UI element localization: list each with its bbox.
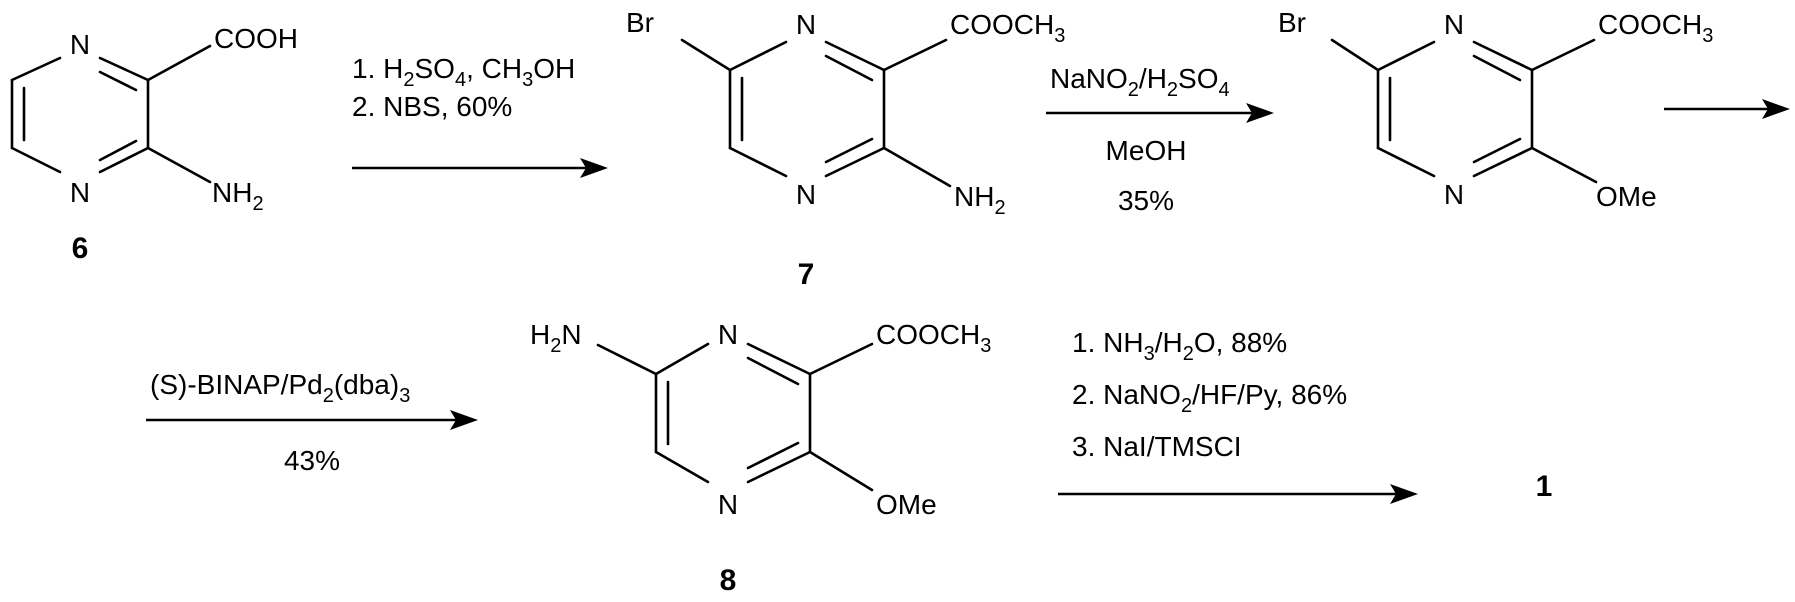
pyrazine-ring xyxy=(596,342,874,492)
ring-nitrogen-bottom: N xyxy=(796,179,816,210)
pyrazine-ring xyxy=(1330,38,1598,184)
methyl-ester-label: COOCH3 xyxy=(1598,9,1713,47)
arrow-5-condition-1: 1. NH3/H2O, 88% xyxy=(1072,327,1287,365)
amino-label: H2N xyxy=(530,319,582,357)
compound-7: N N Br COOCH3 NH2 7 xyxy=(626,7,1065,291)
ring-nitrogen-top: N xyxy=(718,319,738,350)
compound-6: N N COOH NH2 6 xyxy=(10,23,298,265)
compound-intermediate: N N Br COOCH3 OMe xyxy=(1278,7,1713,212)
arrow-2-reagent: NaNO2/H2SO4 xyxy=(1050,63,1230,101)
arrow-2-solvent: MeOH xyxy=(1106,135,1187,166)
arrow-2-yield: 35% xyxy=(1118,185,1174,216)
ring-nitrogen-bottom: N xyxy=(70,177,90,208)
compound-number-7: 7 xyxy=(798,258,815,291)
arrow-1-condition-2: 2. NBS, 60% xyxy=(352,91,512,122)
amino-label: NH2 xyxy=(212,177,264,215)
arrow-4-yield: 43% xyxy=(284,445,340,476)
ring-nitrogen-bottom: N xyxy=(718,489,738,520)
methyl-ester-label: COOCH3 xyxy=(950,9,1065,47)
methoxy-label: OMe xyxy=(1596,181,1657,212)
ring-nitrogen-top: N xyxy=(1444,9,1464,40)
compound-number-6: 6 xyxy=(72,232,89,265)
ring-nitrogen-top: N xyxy=(70,29,90,60)
bromo-label: Br xyxy=(1278,7,1306,38)
methyl-ester-label: COOCH3 xyxy=(876,319,991,357)
reaction-arrow-1: 1. H2SO4, CH3OH 2. NBS, 60% xyxy=(352,53,608,178)
reaction-arrow-5: 1. NH3/H2O, 88% 2. NaNO2/HF/Py, 86% 3. N… xyxy=(1058,327,1418,504)
compound-8: N N H2N COOCH3 OMe 8 xyxy=(530,319,991,597)
arrow-5-condition-2: 2. NaNO2/HF/Py, 86% xyxy=(1072,379,1347,417)
arrow-4-catalyst: (S)-BINAP/Pd2(dba)3 xyxy=(150,369,410,407)
ring-nitrogen-bottom: N xyxy=(1444,179,1464,210)
compound-number-1: 1 xyxy=(1536,470,1553,503)
bromo-label: Br xyxy=(626,7,654,38)
pyrazine-ring xyxy=(680,38,952,188)
methoxy-label: OMe xyxy=(876,489,937,520)
reaction-arrow-4: (S)-BINAP/Pd2(dba)3 43% xyxy=(146,369,478,476)
reaction-arrow-3 xyxy=(1664,99,1790,119)
compound-number-8: 8 xyxy=(720,564,737,597)
carboxylic-acid-label: COOH xyxy=(214,23,298,54)
pyrazine-ring xyxy=(10,44,212,184)
ring-nitrogen-top: N xyxy=(796,9,816,40)
reaction-arrow-2: NaNO2/H2SO4 MeOH 35% xyxy=(1046,63,1274,216)
amino-label: NH2 xyxy=(954,181,1006,219)
arrow-5-condition-3: 3. NaI/TMSCI xyxy=(1072,431,1242,462)
arrow-1-condition-1: 1. H2SO4, CH3OH xyxy=(352,53,575,91)
